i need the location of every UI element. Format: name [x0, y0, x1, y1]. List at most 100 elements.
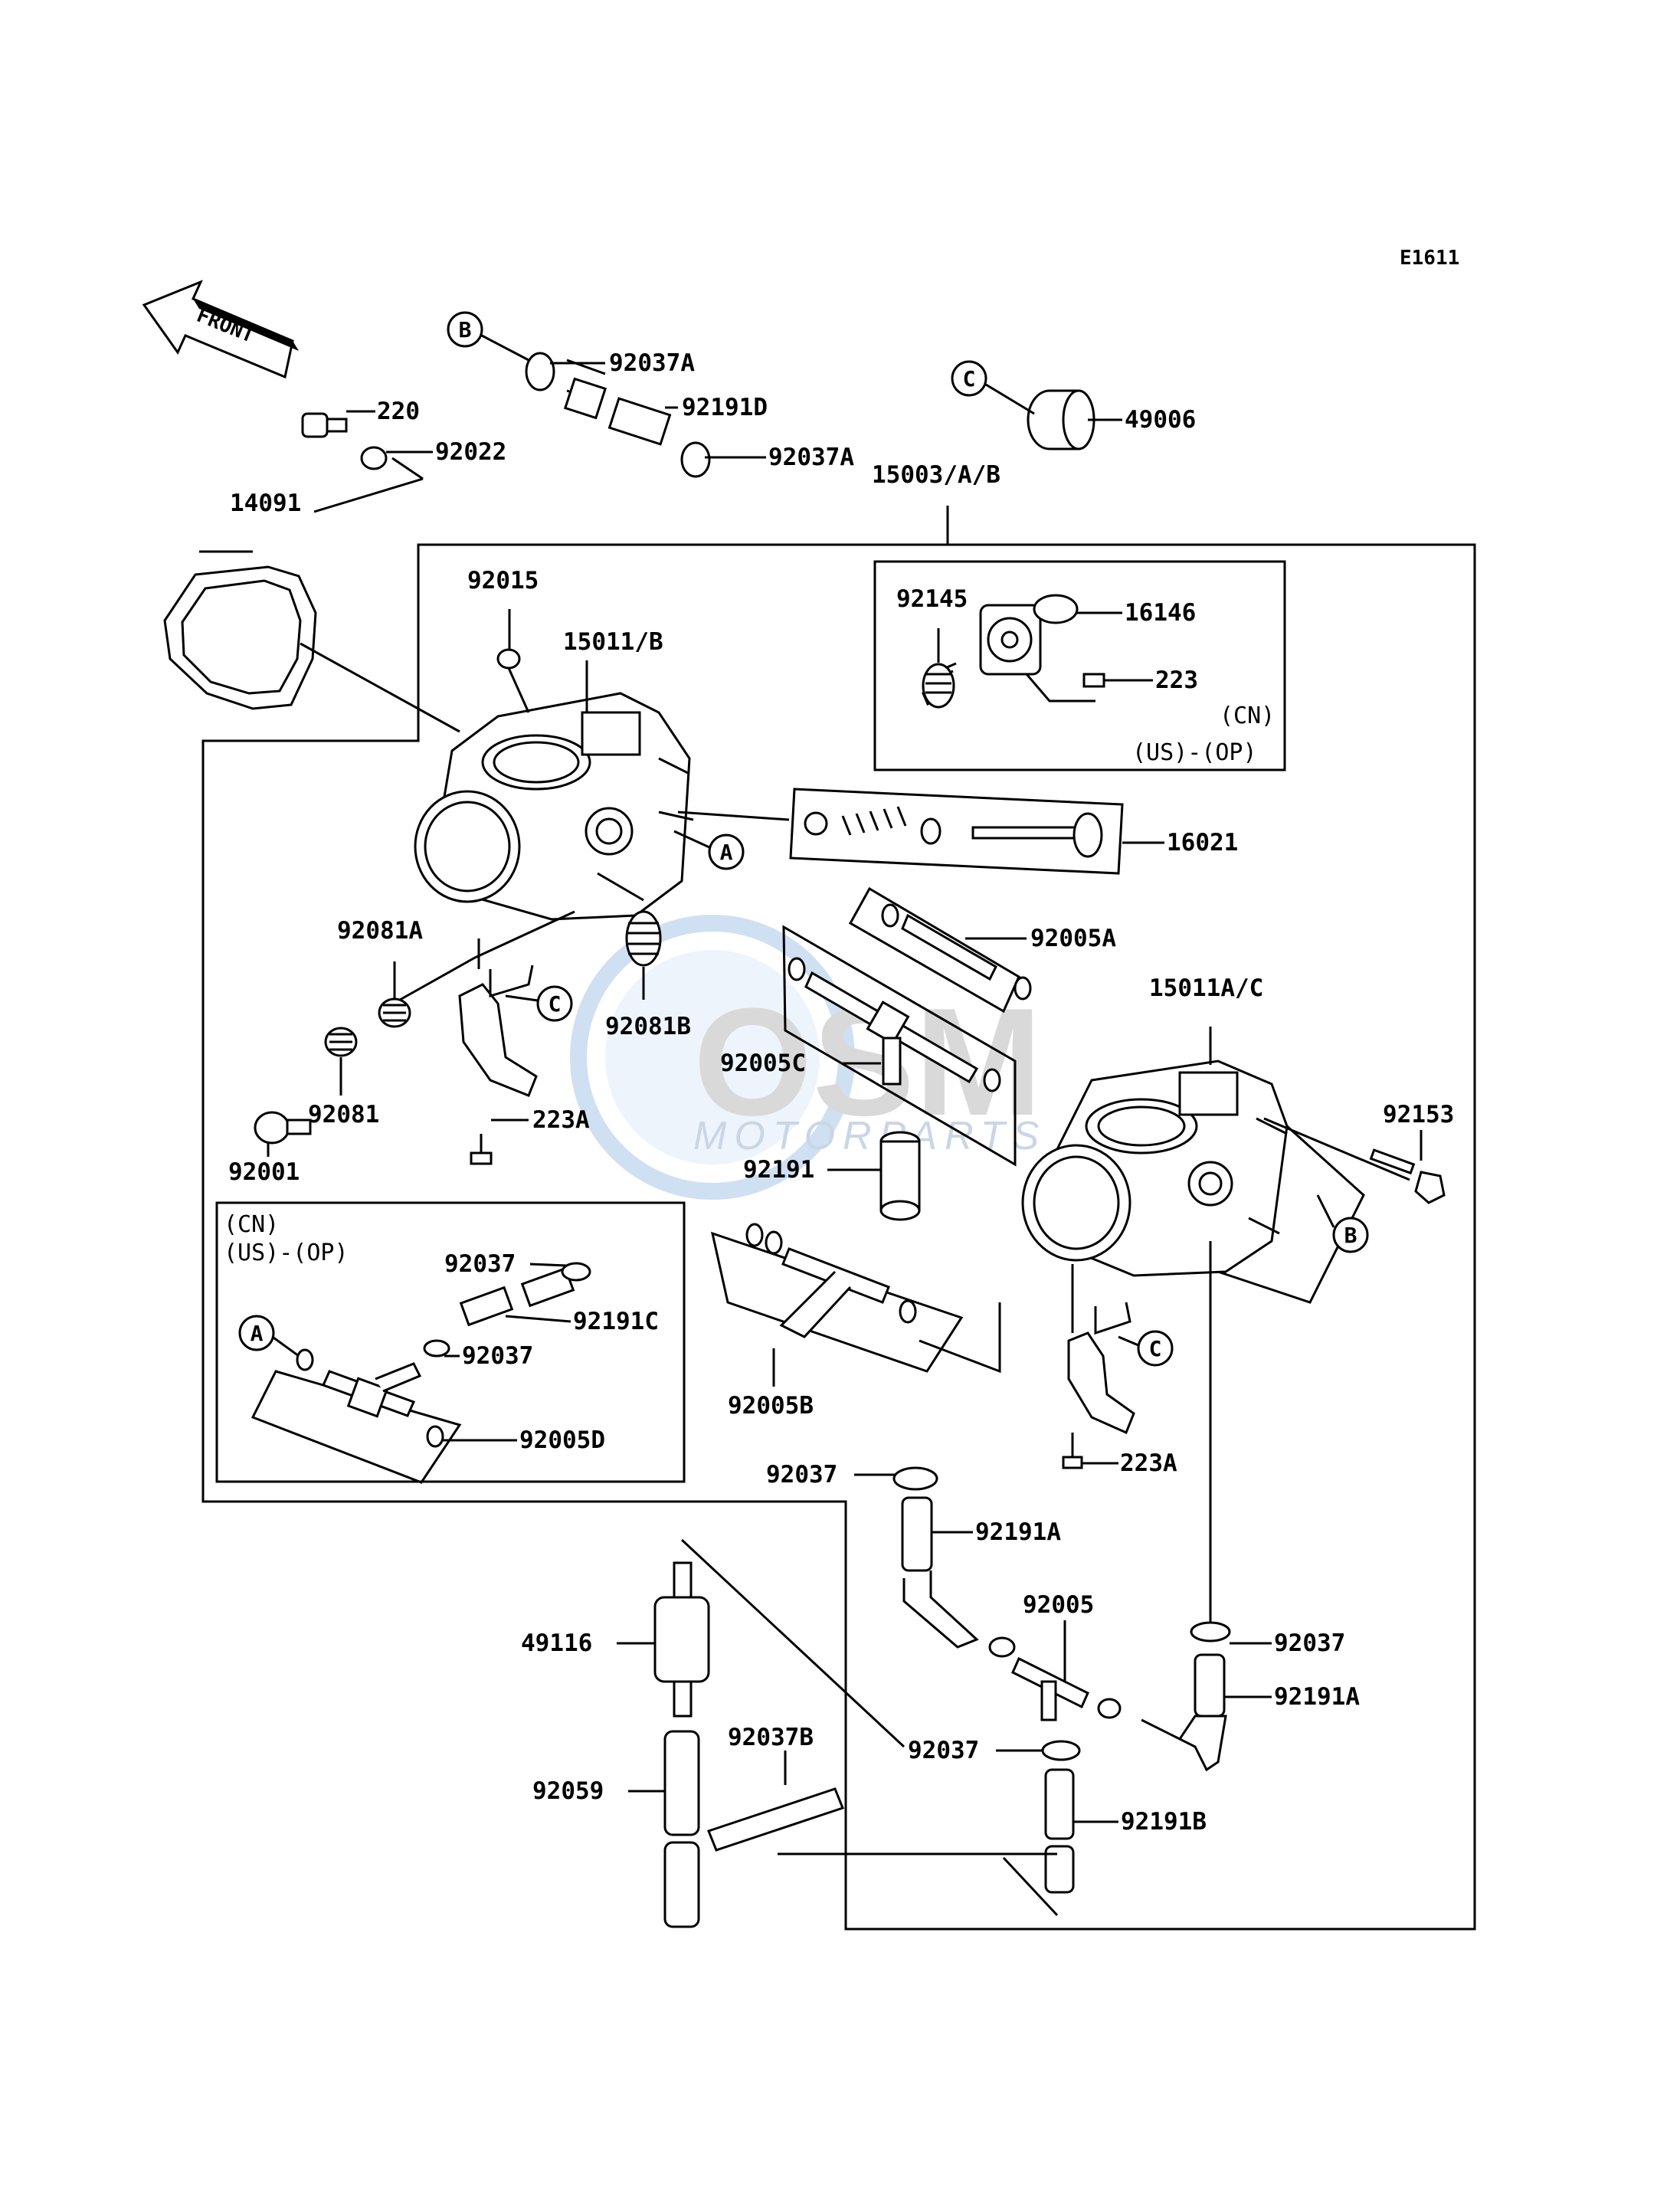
part-label-92191C: 92191C: [573, 1308, 659, 1335]
pipe-92005A-group-frame: [848, 886, 1020, 1014]
part-label-92015: 92015: [467, 567, 539, 594]
part-label-92081A: 92081A: [337, 917, 423, 945]
callout-b-top-letter: B: [459, 317, 472, 342]
part-label-92022: 92022: [435, 438, 506, 466]
hose-92191D-icon: [525, 352, 711, 478]
pipe-92005C-group-frame: [782, 925, 1017, 1167]
pipe-92005B-icon: [745, 1223, 917, 1338]
hose-92191C-icon: [423, 1262, 591, 1358]
part-label-92005B: 92005B: [728, 1392, 814, 1420]
part-label-15003: 15003/A/B: [872, 461, 1000, 489]
part-label-92037A-2: 92037A: [768, 444, 854, 471]
part-label-92005A: 92005A: [1030, 925, 1116, 952]
callout-b-right-letter: B: [1344, 1223, 1357, 1248]
callout-c-top-letter: C: [963, 366, 976, 391]
screw-92001-icon: [254, 1111, 312, 1145]
tee-92005-icon: [988, 1636, 1122, 1721]
screw-223A-left-icon: [470, 1134, 493, 1165]
tee-92005D-icon: [296, 1348, 444, 1448]
part-label-92191A-left: 92191A: [975, 1518, 1061, 1546]
spring-92081A-icon: [378, 997, 411, 1028]
part-label-92145: 92145: [896, 585, 968, 613]
front-arrow-icon: FRONT: [142, 280, 299, 379]
plunger-cap-16146-icon: [979, 594, 1079, 676]
watermark-subtitle: MOTORPARTS: [693, 1114, 1046, 1158]
part-label-92191A-right: 92191A: [1274, 1683, 1360, 1711]
callout-c-left-letter: C: [549, 991, 562, 1017]
callout-a-left: [708, 834, 745, 870]
bolt-92153-icon: [1369, 1148, 1446, 1204]
callout-c-right-letter: C: [1149, 1336, 1162, 1361]
hose-92191A-left-icon: [901, 1496, 979, 1649]
callout-a-box: [238, 1315, 275, 1351]
part-label-92037-box-1: 92037: [444, 1250, 516, 1278]
strap-92037B-icon: [707, 1787, 844, 1852]
main-assembly-frame: [201, 543, 1476, 1931]
part-label-92001: 92001: [228, 1158, 300, 1186]
diagram-code: E1611: [1400, 247, 1459, 270]
part-label-92153: 92153: [1383, 1101, 1454, 1128]
shaft-16021-icon: [804, 806, 1103, 858]
part-label-15011AC: 15011A/C: [1149, 974, 1263, 1002]
spring-92081-icon: [324, 1027, 358, 1057]
callout-c-left: [536, 985, 573, 1022]
part-label-92005: 92005: [1023, 1591, 1094, 1619]
part-label-92191B: 92191B: [1121, 1808, 1207, 1836]
leader-14091-group: [313, 477, 424, 513]
bracket-right-icon: [1067, 1302, 1135, 1435]
part-label-92037B: 92037B: [728, 1724, 814, 1751]
option-box-fuel-tee: [215, 1201, 686, 1483]
clamp-92037-lower-icon: [892, 1466, 938, 1491]
part-label-14091: 14091: [230, 490, 301, 517]
part-label-92037-lower: 92037: [766, 1461, 837, 1489]
nut-92015-icon: [496, 648, 521, 670]
part-label-92191: 92191: [743, 1156, 814, 1184]
part-label-16146: 16146: [1125, 599, 1196, 627]
hose-92191A-right-icon: [1141, 1653, 1227, 1772]
option-cn-note-top: (CN): [1220, 703, 1275, 729]
hose-92059-icon: [663, 1730, 700, 1928]
bolt-220-icon: [301, 412, 348, 438]
screw-223A-right-icon: [1062, 1433, 1083, 1469]
shaft-16021-group-frame: [789, 788, 1124, 875]
part-label-92059: 92059: [532, 1777, 604, 1805]
callout-a-box-letter: A: [251, 1321, 264, 1346]
part-label-223A-left: 223A: [532, 1106, 590, 1134]
hose-92191-icon: [879, 1131, 921, 1221]
spring-92145-icon: [922, 662, 957, 709]
pipe-92005C-icon: [788, 957, 1001, 1092]
clamp-92037-right-icon: [1190, 1621, 1231, 1643]
carburetor-right-icon: [1021, 1060, 1289, 1277]
part-label-92037-box-2: 92037: [462, 1342, 533, 1370]
callout-b-top: [447, 311, 483, 348]
option-cn-note-bottom: (CN): [224, 1211, 279, 1238]
fuel-filter-49116-icon: [653, 1561, 710, 1718]
option-box-starter: [873, 560, 1286, 771]
bracket-left-icon: [458, 965, 538, 1097]
callout-b-right: [1332, 1217, 1369, 1253]
part-label-92037-right: 92037: [1274, 1629, 1345, 1657]
option-us-note-top: (US)-(OP): [1132, 739, 1257, 766]
carburetor-left-icon: [414, 692, 694, 921]
callout-a-left-letter: A: [720, 840, 733, 865]
part-label-92037-bottom: 92037: [908, 1737, 979, 1764]
part-label-49116: 49116: [521, 1629, 592, 1657]
part-label-92037A-1: 92037A: [609, 349, 695, 377]
part-label-92191D: 92191D: [682, 394, 768, 421]
cover-14091-icon: [163, 550, 460, 733]
part-label-92081B: 92081B: [605, 1013, 691, 1040]
part-label-16021: 16021: [1167, 829, 1238, 856]
part-label-92005D: 92005D: [519, 1426, 605, 1454]
part-label-220: 220: [377, 398, 420, 425]
part-label-92081: 92081: [308, 1101, 379, 1128]
clamp-92037-bottom-icon: [1041, 1740, 1081, 1761]
part-label-49006: 49006: [1125, 406, 1196, 434]
option-us-note-bottom: (US)-(OP): [224, 1240, 349, 1266]
part-label-223: 223: [1155, 667, 1198, 694]
callout-c-right: [1137, 1330, 1174, 1367]
part-label-15011B: 15011/B: [563, 628, 663, 656]
part-label-223A-right: 223A: [1120, 1449, 1177, 1477]
cap-49006-icon: [1027, 389, 1095, 450]
